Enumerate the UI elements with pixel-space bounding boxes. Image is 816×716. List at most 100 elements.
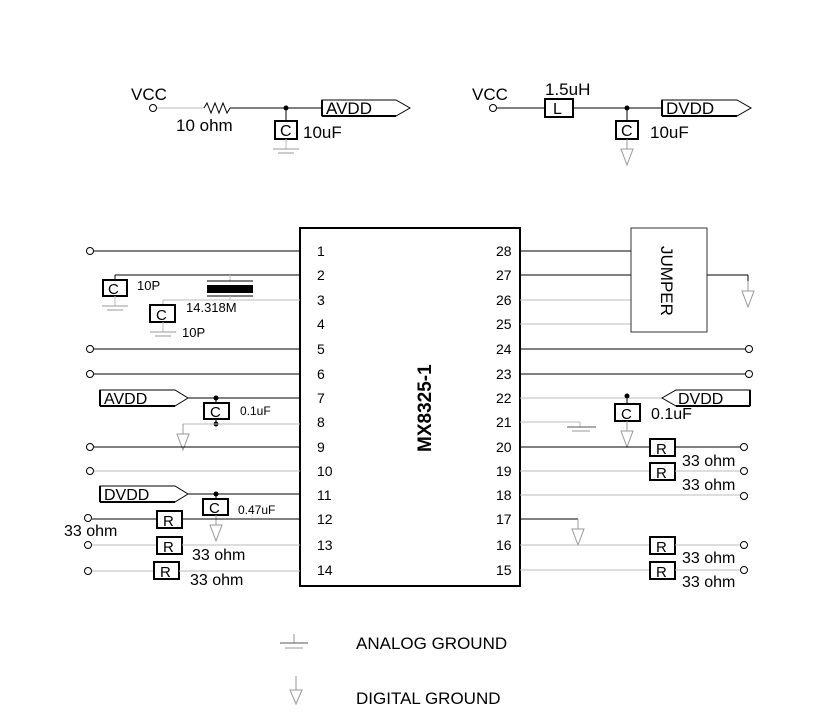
avdd-cap-symbol: C [210, 404, 221, 421]
pin-label: 2 [317, 267, 325, 283]
terminal-icon [740, 492, 748, 500]
chip-body [299, 227, 521, 587]
pin-label: 13 [317, 537, 333, 553]
resistor-value: 33 ohm [682, 453, 735, 470]
pin-label: 7 [317, 390, 325, 406]
pin-label: 5 [317, 341, 325, 357]
digital-ground-icon [620, 420, 634, 448]
terminal-icon [86, 467, 94, 475]
resistor-symbol: R [656, 465, 667, 482]
pin-label: 27 [496, 267, 512, 283]
digital-supply-circuit: VCC L 1.5uH C 10uF DVDD [472, 80, 753, 166]
resistor-value: 33 ohm [190, 572, 243, 589]
terminal-icon [740, 467, 748, 475]
resistor-value: 33 ohm [682, 477, 735, 494]
dvdd-cap-value: 0.1uF [651, 406, 692, 423]
resistor-symbol: R [160, 564, 171, 581]
terminal-icon [740, 566, 748, 574]
dvdd-cap-symbol: C [209, 500, 220, 517]
crystal-cap-2-symbol: C [156, 307, 167, 324]
analog-supply-circuit: VCC 10 ohm C 10uF AVDD [131, 85, 412, 154]
right-side-circuit: JUMPER DVDD C 0.1uF R 33 ohm [520, 227, 755, 591]
vcc-label: VCC [131, 85, 167, 104]
pin-label: 21 [496, 414, 512, 430]
crystal-value: 14.318M [186, 300, 237, 315]
pin-label: 28 [496, 243, 512, 259]
pin-label: 25 [496, 316, 512, 332]
avdd-cap-value: 0.1uF [240, 404, 271, 418]
capacitor-symbol: C [280, 123, 292, 140]
pin-label: 16 [496, 537, 512, 553]
inductor-value: 1.5uH [545, 80, 590, 99]
pin-label: 11 [317, 487, 332, 503]
pin-label: 26 [496, 292, 512, 308]
terminal-icon [745, 345, 753, 353]
terminal-icon [84, 514, 92, 522]
capacitor-value: 10uF [303, 123, 342, 142]
capacitor-value: 10uF [650, 123, 689, 142]
dvdd-cap-symbol: C [621, 406, 632, 423]
terminal-icon [84, 541, 92, 549]
jumper-block [630, 227, 708, 333]
vcc-terminal-icon [149, 104, 157, 112]
resistor-value: 33 ohm [64, 523, 117, 540]
analog-ground-icon [272, 138, 300, 154]
crystal-icon [207, 275, 253, 300]
pin-label: 8 [317, 414, 325, 430]
pin-label: 12 [317, 511, 333, 527]
jumper-label: JUMPER [657, 246, 676, 316]
pin-label: 18 [496, 487, 512, 503]
dvdd-net-label: DVDD [666, 99, 714, 118]
legend: ANALOG GROUND DIGITAL GROUND [280, 634, 507, 708]
crystal-cap-2-value: 10P [182, 325, 205, 340]
pin-label: 3 [317, 292, 325, 308]
terminal-icon [84, 567, 92, 575]
resistor-symbol: R [656, 564, 667, 581]
terminal-icon [86, 345, 94, 353]
digital-ground-legend-label: DIGITAL GROUND [356, 689, 501, 708]
pin-label: 15 [496, 562, 512, 578]
pin-label: 14 [317, 562, 333, 578]
analog-ground-icon [101, 295, 129, 311]
vcc-label: VCC [472, 85, 508, 104]
resistor-symbol: R [656, 441, 667, 458]
avdd-net-label: AVDD [326, 99, 372, 118]
crystal-cap-1-symbol: C [108, 281, 119, 298]
resistor-value: 33 ohm [682, 550, 735, 567]
pin-label: 4 [317, 316, 325, 332]
pin-label: 22 [496, 390, 512, 406]
resistor-symbol: R [163, 539, 174, 556]
pin-label: 23 [496, 366, 512, 382]
terminal-icon [740, 541, 748, 549]
pin-label: 17 [496, 511, 512, 527]
dvdd-port-label: DVDD [678, 391, 723, 408]
dvdd-port-label: DVDD [104, 487, 149, 504]
left-side-circuit: C 10P C 14.318M 10P AVDD C [64, 247, 300, 589]
digital-ground-legend-icon [289, 676, 303, 706]
terminal-icon [86, 247, 94, 255]
terminal-icon [745, 370, 753, 378]
chip-name: MX8325-1 [415, 364, 436, 452]
digital-ground-icon [571, 518, 585, 546]
terminal-icon [86, 370, 94, 378]
analog-ground-icon [149, 321, 177, 337]
resistor-symbol: R [656, 539, 667, 556]
crystal-cap-1-value: 10P [137, 278, 160, 293]
digital-ground-icon [620, 138, 634, 166]
analog-ground-legend-label: ANALOG GROUND [356, 634, 507, 653]
terminal-icon [740, 443, 748, 451]
resistor-value: 10 ohm [176, 116, 233, 135]
pin-label: 24 [496, 341, 512, 357]
pin-label: 20 [496, 439, 512, 455]
pin-label: 9 [317, 439, 325, 455]
pin-label: 1 [317, 243, 325, 259]
pin-label: 6 [317, 366, 325, 382]
capacitor-symbol: C [621, 123, 633, 140]
inductor-symbol: L [553, 101, 562, 118]
pin-label: 19 [496, 463, 512, 479]
pin-label: 10 [317, 463, 333, 479]
resistor-value: 33 ohm [192, 547, 245, 564]
resistor-icon [203, 101, 231, 115]
